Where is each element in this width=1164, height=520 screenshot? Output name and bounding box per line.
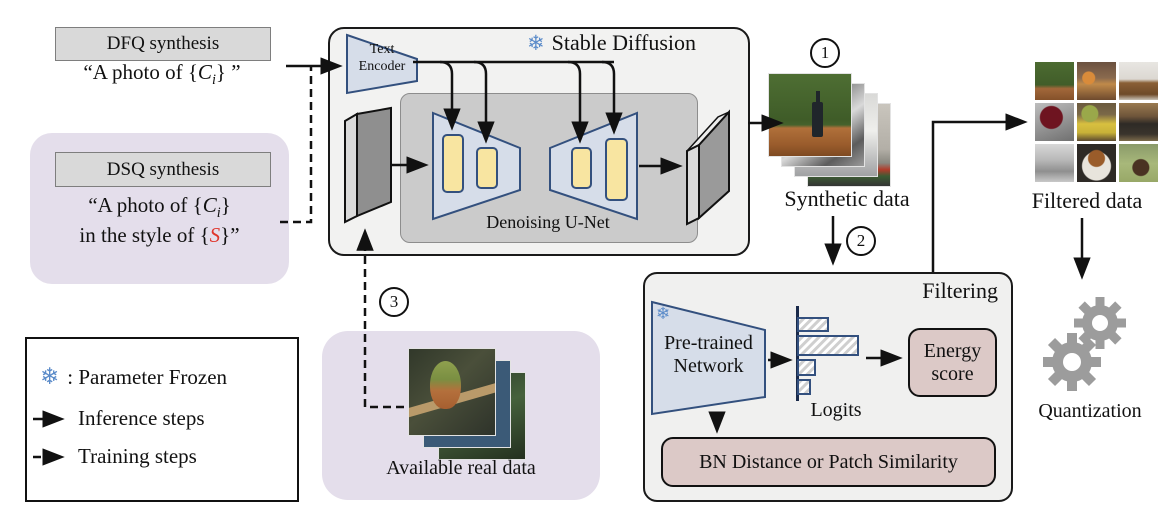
stable-diffusion-title-text: Stable Diffusion	[551, 30, 697, 55]
snowflake-icon: ❄	[527, 31, 545, 55]
available-real-data-label: Available real data	[386, 457, 536, 479]
synthetic-photo-bottle	[768, 73, 852, 157]
step-2-badge: 2	[846, 226, 876, 256]
filtered-photo-living-room	[1119, 62, 1158, 100]
dsq-prompt-mid: }	[220, 193, 231, 217]
quantization-label: Quantization	[1038, 400, 1142, 422]
synthetic-data-label: Synthetic data	[784, 186, 910, 211]
filtered-data-label: Filtered data	[1031, 188, 1143, 213]
pretrained-network-label: Pre-trained Network	[664, 332, 753, 377]
class-variable: C	[197, 60, 212, 84]
dsq-prompt-text: “A photo of {Ci} in the style of {S}”	[33, 192, 286, 249]
snowflake-icon: ❄	[656, 304, 671, 324]
class-subscript: i	[216, 205, 221, 222]
bird-shape	[429, 361, 461, 410]
class-variable: C	[202, 193, 217, 217]
dfq-prompt-suffix: } ”	[215, 60, 241, 84]
filtered-photo-squash	[1077, 103, 1116, 141]
stable-diffusion-title: ❄ Stable Diffusion	[527, 30, 696, 56]
filtered-photo-bison	[1119, 144, 1158, 182]
text-encoder-label: Text Encoder	[358, 42, 406, 74]
legend-inference-label: Inference steps	[78, 406, 205, 430]
logits-label: Logits	[810, 399, 862, 421]
denoising-unet-label: Denoising U-Net	[486, 212, 610, 232]
legend-frozen-row: ❄ : Parameter Frozen	[40, 364, 227, 390]
bottle-silhouette	[812, 90, 824, 137]
dfq-synthesis-chip: DFQ synthesis	[55, 27, 271, 61]
dsq-prompt-line2: in the style of {	[79, 223, 210, 248]
snowflake-icon: ❄	[40, 364, 60, 390]
class-subscript: i	[211, 72, 216, 89]
filtered-data-grid	[1035, 62, 1158, 182]
real-photo-bird	[408, 348, 496, 436]
step-3-badge: 3	[379, 287, 409, 317]
gears-icon	[1043, 297, 1126, 391]
dsq-synthesis-chip: DSQ synthesis	[55, 152, 271, 187]
filtering-title: Filtering	[922, 278, 998, 303]
dfq-prompt-text: “A photo of {Ci} ”	[38, 60, 286, 89]
step-1-badge: 1	[810, 38, 840, 68]
filtered-photo-fruit-jar	[1077, 62, 1116, 100]
bn-distance-box: BN Distance or Patch Similarity	[661, 437, 996, 487]
legend-training-label: Training steps	[78, 444, 197, 468]
dfq-synthesis-label: DFQ synthesis	[106, 33, 220, 54]
legend-box	[25, 337, 299, 502]
energy-score-box: Energy score	[908, 328, 997, 397]
filtered-photo-burger	[1077, 144, 1116, 182]
filtered-photo-hedge	[1035, 62, 1074, 100]
filtered-photo-bench	[1119, 103, 1158, 141]
legend-training-row: Training steps	[78, 444, 197, 469]
dsq-synthesis-label: DSQ synthesis	[106, 158, 220, 180]
legend-frozen-label: : Parameter Frozen	[67, 364, 228, 389]
dsq-prompt-suffix: }”	[220, 223, 240, 248]
dsq-prompt-prefix: “A photo of {	[88, 193, 203, 217]
filtered-photo-bicycle	[1035, 144, 1074, 182]
dfq-prompt-prefix: “A photo of {	[83, 60, 198, 84]
filtered-photo-wine	[1035, 103, 1074, 141]
legend-inference-row: Inference steps	[78, 406, 205, 431]
style-variable: S	[209, 223, 221, 248]
